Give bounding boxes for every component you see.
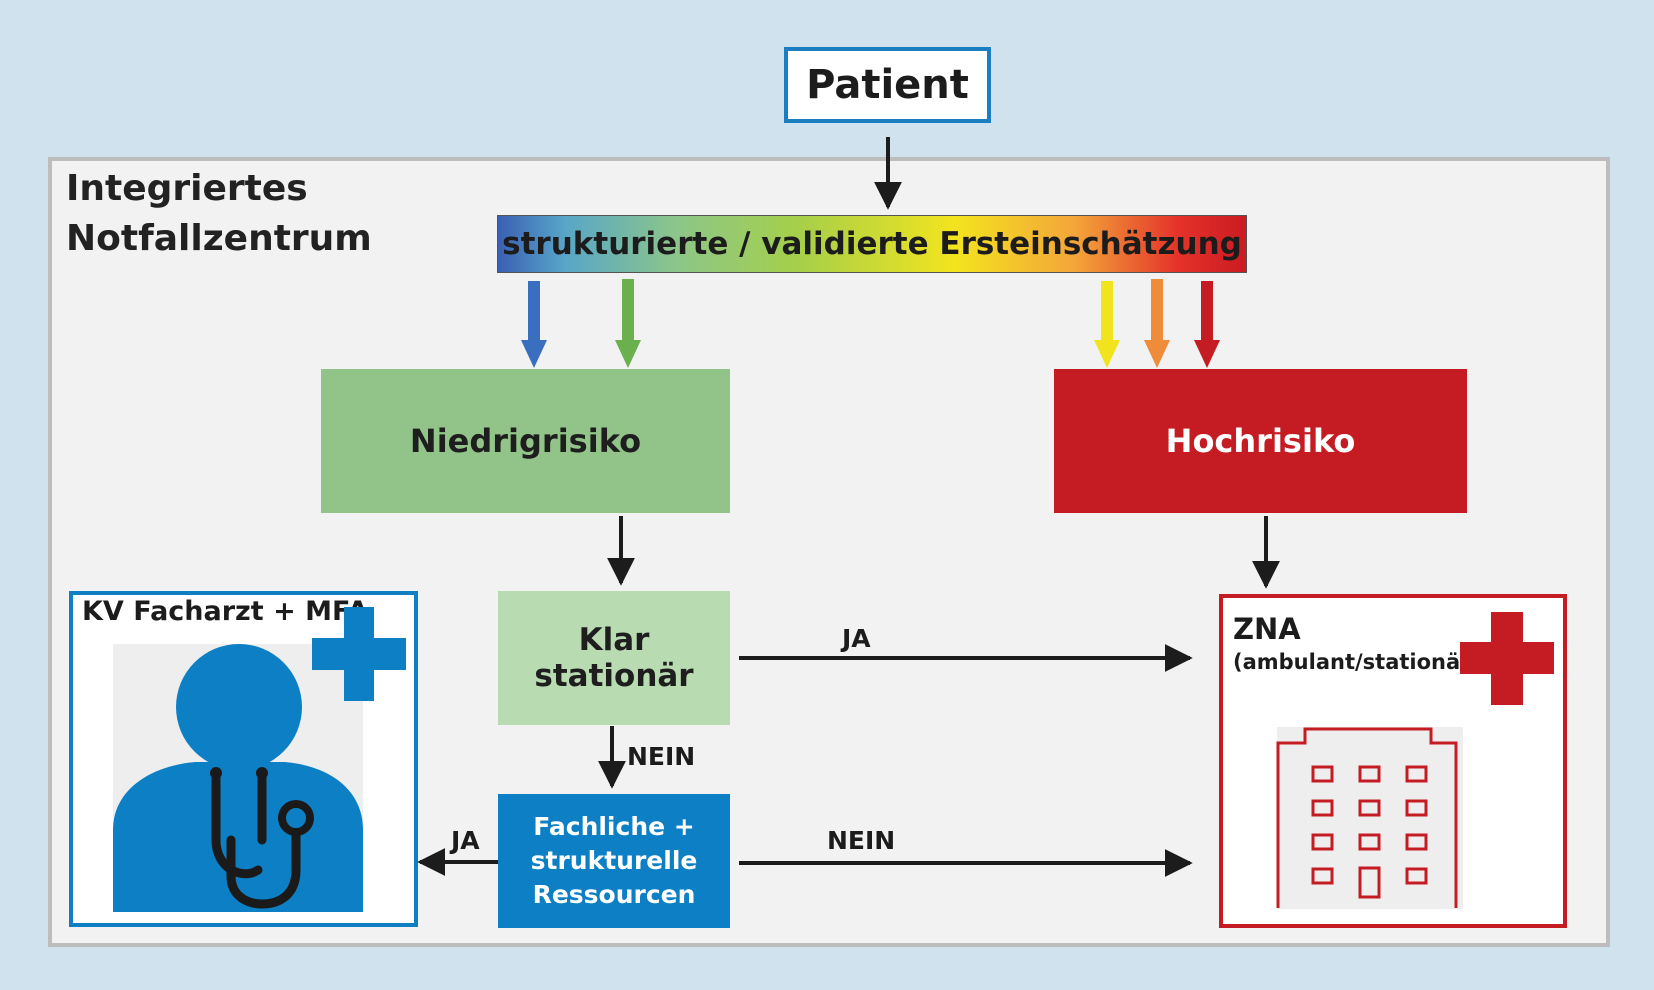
- triage-arrow-blue: [521, 281, 547, 368]
- high-risk-node: Hochrisiko: [1054, 369, 1467, 513]
- medical-cross-red-icon: [1460, 612, 1554, 705]
- low-risk-node: Niedrigrisiko: [321, 369, 730, 513]
- edge-label-ja-top: JA: [842, 624, 871, 653]
- triage-arrows: [521, 279, 1220, 368]
- triage-arrow-red: [1194, 281, 1220, 368]
- kv-specialist-label: KV Facharzt + MFA: [82, 596, 369, 627]
- medical-cross-blue-icon: [312, 607, 406, 701]
- doctor-icon: [113, 644, 363, 912]
- resources-node: Fachliche + strukturelle Ressourcen: [498, 794, 730, 928]
- edge-label-nein-down: NEIN: [627, 742, 696, 771]
- zna-title: ZNA: [1233, 612, 1301, 646]
- center-title: Integriertes Notfallzentrum: [66, 168, 372, 259]
- edge-label-ja-left: JA: [451, 826, 480, 855]
- patient-node: Patient: [784, 47, 991, 123]
- triage-bar: strukturierte / validierte Ersteinschätz…: [497, 215, 1247, 273]
- edge-label-nein-right: NEIN: [827, 826, 896, 855]
- triage-arrow-yellow: [1094, 281, 1120, 368]
- triage-arrow-orange: [1144, 279, 1170, 368]
- clearly-inpatient-node: Klar stationär: [498, 591, 730, 725]
- hospital-building-icon: [1276, 727, 1463, 909]
- zna-subtitle: (ambulant/stationär): [1233, 650, 1481, 674]
- triage-arrow-green: [615, 279, 641, 368]
